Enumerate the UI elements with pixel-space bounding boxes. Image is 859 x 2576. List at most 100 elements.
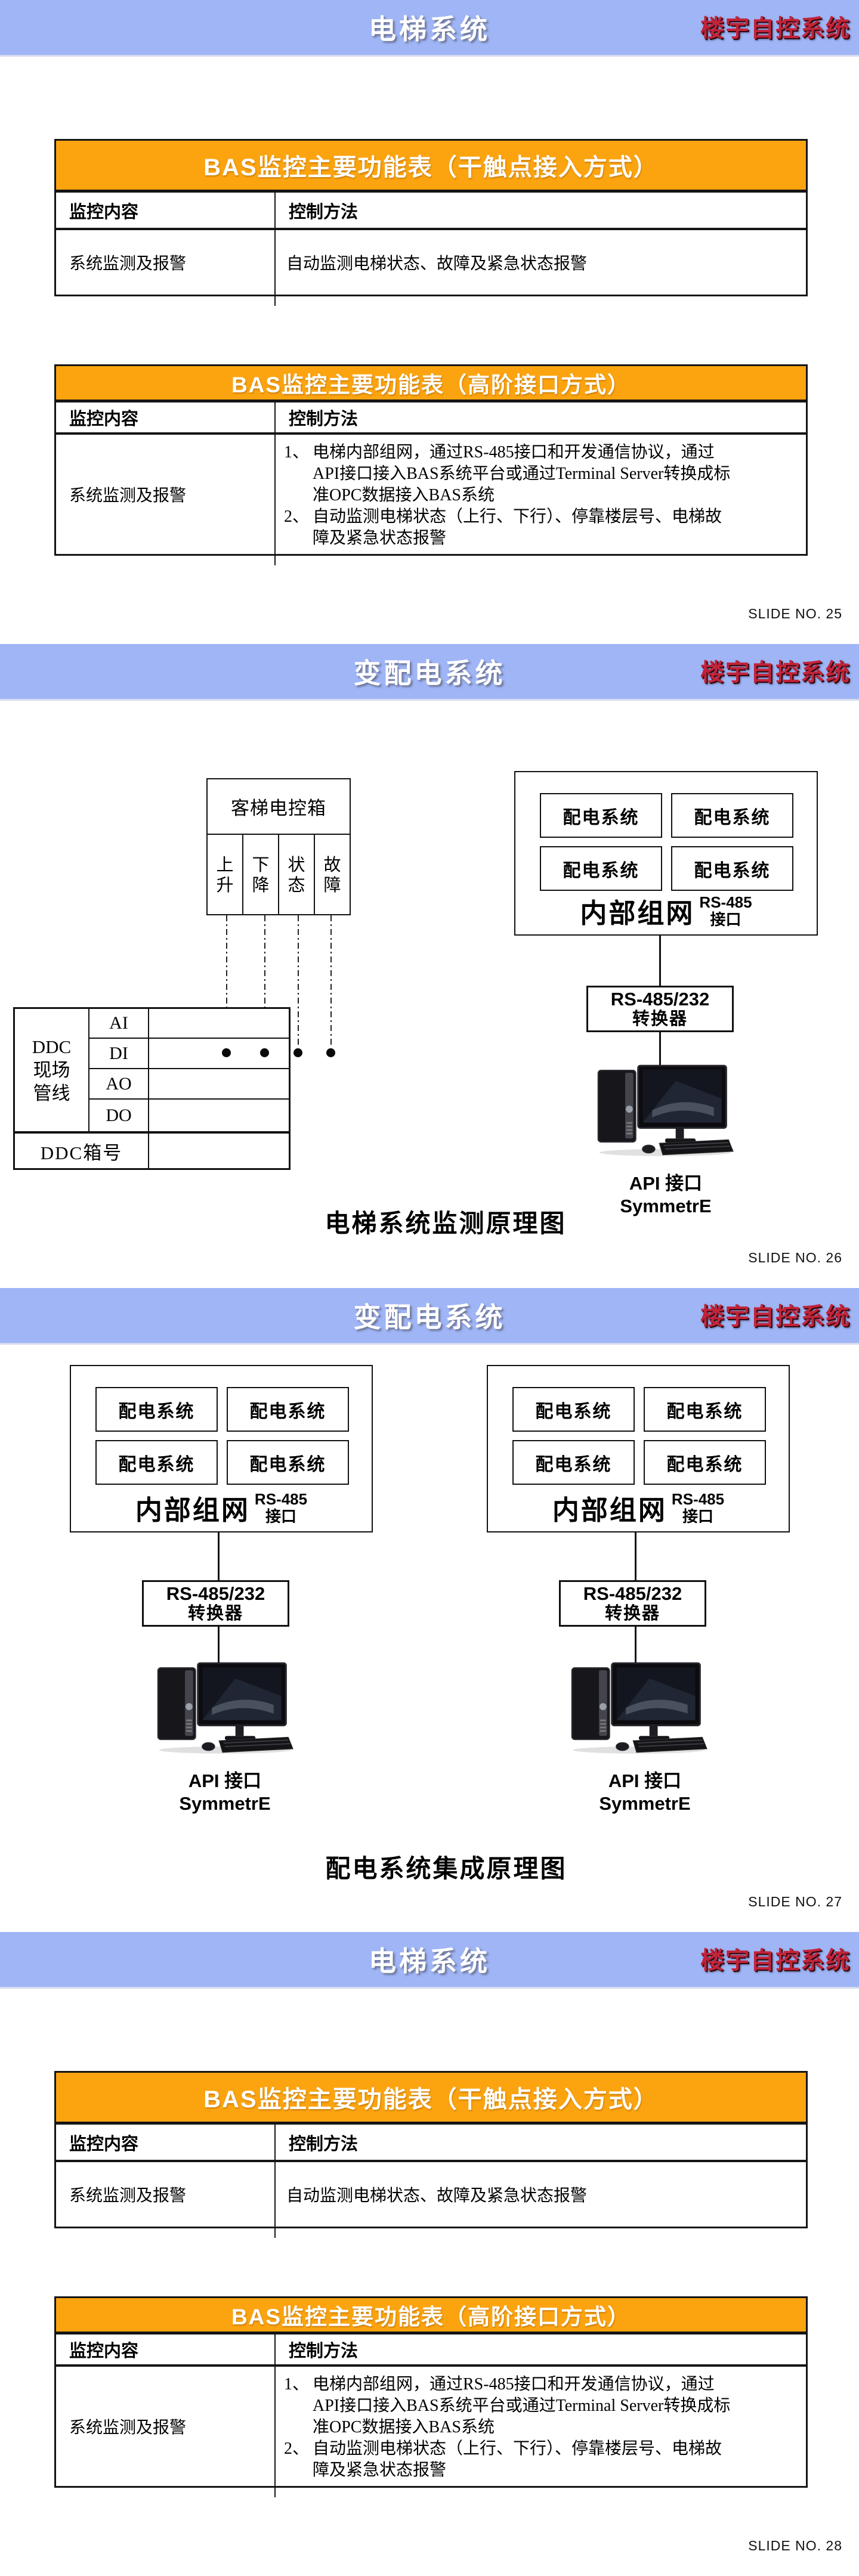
network-label-row: 内部组网 RS-485 接口 (71, 1484, 372, 1531)
port-line: 接口 (710, 910, 741, 928)
table-title: BAS监控主要功能表（干触点接入方式） (56, 141, 806, 193)
rs485-port-label: RS-485 接口 (671, 1490, 725, 1525)
connection-line (635, 1531, 636, 1581)
network-label-row: 内部组网 RS-485 接口 (515, 887, 817, 934)
brand-title: 楼宇自控系统 (700, 16, 851, 42)
distribution-system-box: 配电系统 (512, 1387, 635, 1432)
table-title: BAS监控主要功能表（干触点接入方式） (56, 2073, 806, 2125)
label-line: API 接口 (188, 1770, 262, 1791)
signal-wire (330, 915, 332, 1048)
elevator-box-title: 客梯电控箱 (208, 779, 350, 835)
monitor-content-cell: 系统监测及报警 (56, 2162, 276, 2227)
table-title: BAS监控主要功能表（高阶接口方式） (56, 2298, 806, 2334)
port-line: 接口 (265, 1507, 296, 1525)
signal-column: 上升 (208, 835, 243, 915)
control-method-cell: 自动监测电梯状态、故障及紧急状态报警 (286, 255, 588, 273)
converter-line: RS-485/232 (583, 1583, 682, 1604)
slide-title: 变配电系统 (353, 1302, 506, 1333)
internal-network-group: 配电系统 配电系统 配电系统 配电系统 内部组网 RS-485 接口 (487, 1365, 790, 1532)
converter-line: 转换器 (632, 1009, 688, 1029)
monitor-content-cell: 系统监测及报警 (56, 230, 276, 295)
side-label-line: DDC (32, 1036, 72, 1057)
channel-row-area (149, 1039, 289, 1069)
slide-number: SLIDE NO. 27 (748, 1894, 842, 1909)
distribution-system-box: 配电系统 (540, 793, 662, 838)
converter-line: RS-485/232 (166, 1583, 265, 1604)
connection-line (659, 934, 661, 986)
api-interface-label: API 接口 SymmetrE (599, 1172, 733, 1218)
table-header-row: 监控内容 控制方法 (56, 2125, 806, 2162)
item-text: 自动监测电梯状态（上行、下行）、停靠楼层号、电梯故障及紧急状态报警 (313, 507, 722, 547)
side-label-line: 现场 (33, 1060, 70, 1080)
slide-title: 变配电系统 (353, 658, 506, 689)
rs485-232-converter-box: RS-485/232 转换器 (142, 1580, 289, 1627)
signal-column: 故障 (315, 835, 350, 915)
table-header-row: 监控内容 控制方法 (56, 402, 806, 435)
port-line: RS-485 (254, 1490, 308, 1508)
label-line: SymmetrE (620, 1196, 712, 1216)
column-header: 控制方法 (289, 410, 359, 429)
channel-row-area (149, 1069, 289, 1100)
column-header: 控制方法 (289, 202, 359, 222)
side-label-line: 管线 (33, 1083, 70, 1104)
signal-column: 下降 (243, 835, 279, 915)
rs485-232-converter-box: RS-485/232 转换器 (586, 986, 734, 1032)
label-line: API 接口 (608, 1770, 682, 1791)
table-row: 系统监测及报警 自动监测电梯状态、故障及紧急状态报警 (56, 2162, 806, 2227)
column-header: 监控内容 (56, 2125, 276, 2160)
divider-stub (274, 2228, 276, 2238)
port-line: RS-485 (671, 1490, 725, 1508)
column-header: 监控内容 (56, 193, 276, 228)
channel-ai: AI (89, 1009, 149, 1039)
table-header-row: 监控内容 控制方法 (56, 193, 806, 230)
distribution-system-box: 配电系统 (671, 846, 793, 891)
label-line: SymmetrE (179, 1793, 271, 1814)
converter-line: 转换器 (604, 1603, 660, 1623)
elevator-signal-columns: 上升 下降 状态 故障 (208, 835, 350, 915)
connection-line (218, 1531, 220, 1581)
distribution-system-box: 配电系统 (227, 1387, 349, 1432)
header-bar: 变配电系统 楼宇自控系统 (0, 1288, 859, 1345)
ddc-field-table: DDC 现场 管线 AI DI AO DO DDC箱号 (13, 1007, 291, 1170)
internal-network-label: 内部组网 (580, 898, 695, 928)
signal-wire (298, 915, 299, 1048)
elevator-control-box: 客梯电控箱 上升 下降 状态 故障 (206, 778, 351, 915)
distribution-system-box: 配电系统 (227, 1440, 349, 1485)
table-row: 系统监测及报警 1、 电梯内部组网，通过RS-485接口和开发通信协议，通过AP… (56, 435, 806, 554)
distribution-system-box: 配电系统 (95, 1440, 218, 1485)
bas-table-dry-contact: BAS监控主要功能表（干触点接入方式） 监控内容 控制方法 系统监测及报警 自动… (54, 139, 808, 296)
bas-table-high-level: BAS监控主要功能表（高阶接口方式） 监控内容 控制方法 系统监测及报警 1、 … (54, 364, 808, 556)
distribution-system-box: 配电系统 (644, 1387, 766, 1432)
internal-network-group: 配电系统 配电系统 配电系统 配电系统 内部组网 RS-485 接口 (514, 771, 818, 936)
workstation-image (157, 1662, 293, 1754)
rs485-port-label: RS-485 接口 (699, 893, 752, 928)
wire-dot (326, 1048, 335, 1057)
column-header: 监控内容 (56, 2334, 276, 2364)
network-label-row: 内部组网 RS-485 接口 (488, 1484, 789, 1531)
table-header-row: 监控内容 控制方法 (56, 2334, 806, 2367)
connection-line (659, 1032, 661, 1065)
ddc-bottom-area (149, 1134, 289, 1168)
slide-25: 电梯系统 楼宇自控系统 BAS监控主要功能表（干触点接入方式） 监控内容 控制方… (0, 0, 859, 644)
method-item: 1、 电梯内部组网，通过RS-485接口和开发通信协议，通过API接口接入BAS… (284, 442, 734, 506)
diagram-caption: 配电系统集成原理图 (325, 1854, 567, 1883)
distribution-system-box: 配电系统 (95, 1387, 218, 1432)
rs485-port-label: RS-485 接口 (254, 1490, 308, 1525)
slide-title: 电梯系统 (369, 14, 490, 45)
rs485-232-converter-box: RS-485/232 转换器 (559, 1580, 706, 1627)
item-number: 1、 (284, 2375, 310, 2394)
converter-line: RS-485/232 (610, 988, 710, 1010)
control-method-cell: 自动监测电梯状态、故障及紧急状态报警 (286, 2187, 588, 2205)
method-item: 2、 自动监测电梯状态（上行、下行）、停靠楼层号、电梯故障及紧急状态报警 (284, 2438, 734, 2481)
bas-table-dry-contact: BAS监控主要功能表（干触点接入方式） 监控内容 控制方法 系统监测及报警 自动… (54, 2071, 808, 2228)
channel-row-area (149, 1100, 289, 1134)
api-interface-label: API 接口 SymmetrE (578, 1770, 712, 1815)
wire-dot (260, 1048, 269, 1057)
workstation-image (571, 1662, 707, 1754)
control-method-cell: 1、 电梯内部组网，通过RS-485接口和开发通信协议，通过API接口接入BAS… (276, 435, 806, 554)
column-header: 控制方法 (289, 2134, 359, 2154)
slide-27: 变配电系统 楼宇自控系统 配电系统 配电系统 配电系统 配电系统 内部组网 RS… (0, 1288, 859, 1932)
ddc-box-number-label: DDC箱号 (15, 1134, 149, 1168)
diagram-caption: 电梯系统监测原理图 (325, 1209, 567, 1237)
column-header: 控制方法 (289, 2342, 359, 2361)
